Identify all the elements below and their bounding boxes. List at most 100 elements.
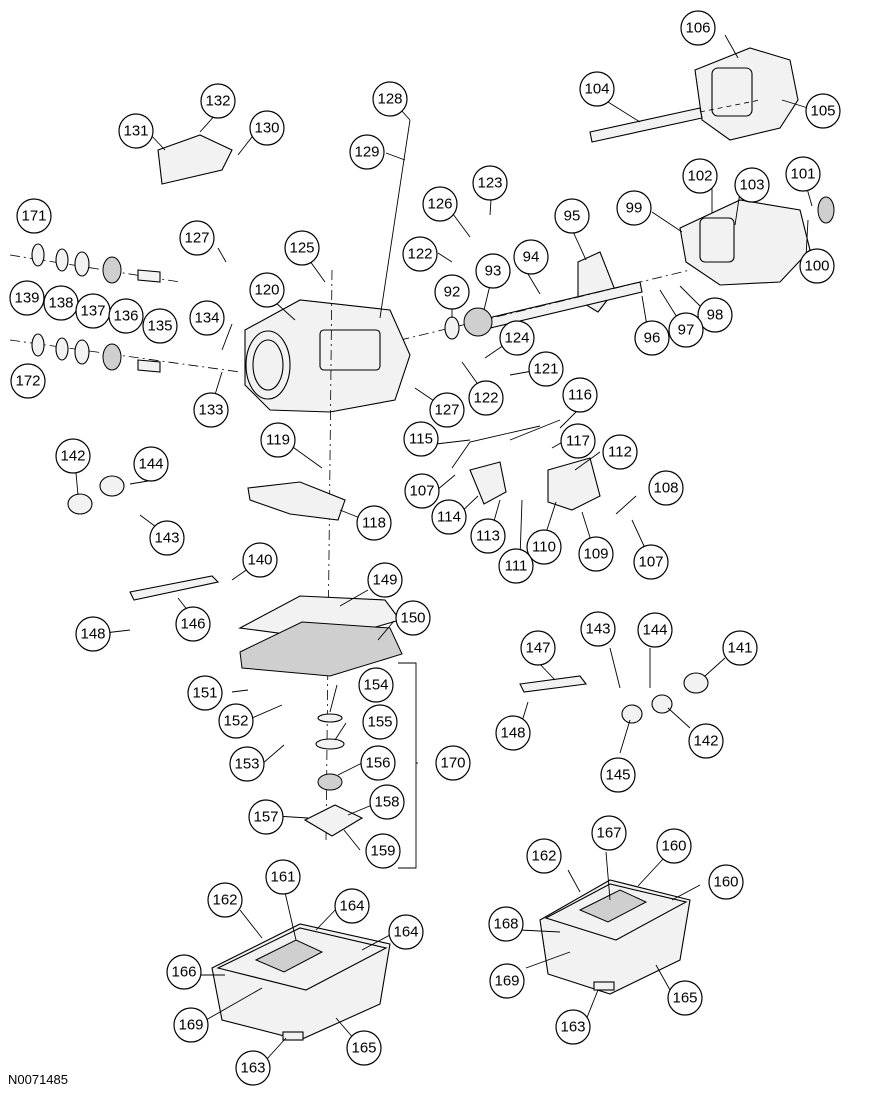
- callout-number: 137: [80, 303, 105, 320]
- callout-number: 110: [532, 539, 556, 556]
- callout-number: 106: [685, 20, 710, 37]
- callout-number: 122: [407, 246, 432, 263]
- callout-119: 119: [260, 422, 296, 458]
- callout-146: 146: [175, 606, 211, 642]
- callout-circle: [554, 198, 590, 234]
- callout-circle: [346, 1030, 382, 1066]
- callout-circle: [708, 864, 744, 900]
- callout-circle: [634, 320, 670, 356]
- callout-number: 162: [531, 848, 556, 865]
- callout-141: 141: [722, 630, 758, 666]
- extension-housing-upper: [694, 34, 799, 141]
- callout-99: 99: [616, 190, 652, 226]
- callout-number: 119: [266, 432, 290, 449]
- valve-body-bracket: [247, 481, 346, 521]
- callout-circle: [362, 704, 398, 740]
- callout-114: 114: [431, 499, 467, 535]
- callout-circle: [489, 963, 525, 999]
- callout-circle: [388, 914, 424, 950]
- callout-number: 164: [393, 924, 418, 941]
- callout-circle: [488, 906, 524, 942]
- callout-153: 153: [229, 746, 265, 782]
- callout-131: 131: [118, 113, 154, 149]
- callout-number: 117: [566, 433, 590, 450]
- callout-circle: [358, 667, 394, 703]
- callout-164: 164: [388, 914, 424, 950]
- callout-number: 141: [727, 640, 752, 657]
- callout-circle: [472, 165, 508, 201]
- callout-number: 105: [810, 103, 835, 120]
- callout-circle: [668, 312, 704, 348]
- callout-150: 150: [395, 600, 431, 636]
- callout-number: 172: [15, 373, 40, 390]
- callout-circle: [248, 799, 284, 835]
- callout-circle: [55, 438, 91, 474]
- callout-circle: [422, 186, 458, 222]
- callout-circle: [175, 606, 211, 642]
- callout-number: 160: [661, 838, 686, 855]
- callout-circle: [555, 1009, 591, 1045]
- callout-number: 170: [440, 755, 465, 772]
- callout-171: 171: [16, 198, 52, 234]
- callout-135: 135: [142, 308, 178, 344]
- callout-number: 96: [644, 330, 661, 347]
- callout-number: 139: [14, 290, 39, 307]
- assembly-bracket: [398, 662, 417, 869]
- callout-circle: [242, 542, 278, 578]
- callout-129: 129: [349, 134, 385, 170]
- callout-121: 121: [528, 351, 564, 387]
- callout-139: 139: [9, 280, 45, 316]
- callout-circle: [435, 745, 471, 781]
- manual-lever: [469, 461, 507, 505]
- callout-number: 150: [400, 610, 425, 627]
- callout-number: 151: [192, 685, 217, 702]
- callout-circle: [656, 828, 692, 864]
- callout-circle: [133, 446, 169, 482]
- main-valve-body: [239, 621, 403, 677]
- callout-104: 104: [579, 71, 615, 107]
- callout-151: 151: [187, 675, 223, 711]
- callout-156: 156: [360, 745, 396, 781]
- callout-circle: [560, 423, 596, 459]
- callout-136: 136: [108, 298, 144, 334]
- callout-number: 115: [409, 431, 433, 448]
- callout-134: 134: [189, 300, 225, 336]
- callout-94: 94: [513, 239, 549, 275]
- callout-143: 143: [580, 611, 616, 647]
- callout-140: 140: [242, 542, 278, 578]
- callout-circle: [470, 518, 506, 554]
- callout-number: 111: [505, 558, 528, 575]
- callout-number: 155: [367, 714, 392, 731]
- callout-number: 112: [608, 444, 632, 461]
- callout-149: 149: [367, 562, 403, 598]
- callout-number: 136: [113, 308, 138, 325]
- callout-168: 168: [488, 906, 524, 942]
- callout-number: 114: [437, 509, 461, 526]
- callout-144: 144: [133, 446, 169, 482]
- callout-circle: [648, 470, 684, 506]
- callout-127: 127: [179, 220, 215, 256]
- callout-number: 167: [596, 825, 621, 842]
- callout-132: 132: [200, 83, 236, 119]
- callout-148: 148: [495, 715, 531, 751]
- solenoid-right-3: [621, 704, 643, 724]
- callout-number: 138: [48, 295, 73, 312]
- solenoid-right-2: [651, 694, 673, 714]
- callout-number: 98: [707, 307, 724, 324]
- callout-number: 102: [687, 168, 712, 185]
- callout-number: 95: [564, 208, 581, 225]
- callout-157: 157: [248, 799, 284, 835]
- callout-142: 142: [55, 438, 91, 474]
- callout-circle: [249, 110, 285, 146]
- callout-116: 116: [562, 377, 598, 413]
- callout-number: 161: [270, 869, 295, 886]
- callout-170: 170: [435, 745, 471, 781]
- callout-97: 97: [668, 312, 704, 348]
- harness-right: [519, 675, 588, 693]
- callout-circle: [166, 954, 202, 990]
- callout-109: 109: [578, 536, 614, 572]
- callout-number: 103: [739, 177, 764, 194]
- callout-107: 107: [404, 473, 440, 509]
- callout-number: 126: [427, 196, 452, 213]
- callout-number: 127: [184, 230, 209, 247]
